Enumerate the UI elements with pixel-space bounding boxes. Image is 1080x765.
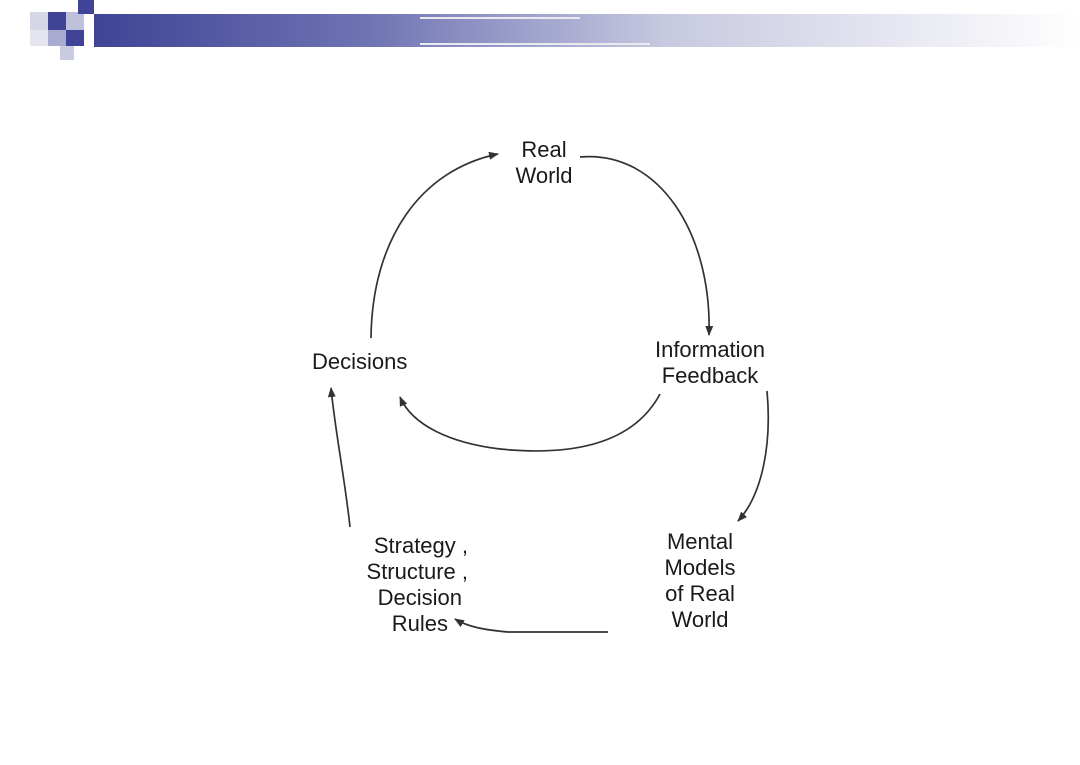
node-label-line: Structure , — [366, 559, 468, 584]
node-mental-models: Mental Models of Real World — [640, 529, 760, 633]
header-square-mid — [66, 12, 84, 30]
header-square-light — [60, 46, 74, 60]
arrow-strategy-to-decisions — [327, 387, 351, 528]
node-label-line: Real — [521, 137, 567, 162]
arrow-real-world-to-information-feedback — [579, 155, 714, 336]
header-square-light — [30, 30, 48, 46]
node-label-line: of Real — [665, 581, 735, 606]
node-label-line: Rules — [391, 611, 448, 636]
node-label-line: Models — [664, 555, 736, 580]
header-gradient-bar — [94, 14, 1080, 47]
arrow-mental-models-to-strategy — [454, 618, 608, 633]
node-information-feedback: Information Feedback — [625, 337, 795, 389]
header-square-light — [30, 12, 48, 30]
node-label-line: World — [515, 163, 573, 188]
node-label-line: Mental — [666, 529, 734, 554]
arrow-decisions-to-real-world — [370, 151, 499, 339]
node-strategy-structure-rules: Strategy , Structure , Decision Rules — [300, 533, 468, 637]
node-real-world: Real World — [494, 137, 594, 189]
node-label-line: Feedback — [661, 363, 759, 388]
header-square-dark — [48, 12, 66, 30]
node-label-line: Strategy , — [373, 533, 468, 558]
header-square-mid — [48, 30, 66, 46]
node-label-line: World — [671, 607, 729, 632]
header-streak — [420, 43, 650, 45]
arrow-information-feedback-to-decisions — [399, 393, 661, 452]
node-label-line: Decisions — [312, 349, 408, 374]
node-label-line: Information — [654, 337, 766, 362]
header-square-dark — [66, 30, 84, 46]
node-label-line: Decision — [377, 585, 462, 610]
header-streak — [420, 17, 580, 19]
arrow-information-feedback-to-mental-models — [737, 390, 770, 522]
node-decisions: Decisions — [312, 349, 407, 375]
header-square-dark — [78, 0, 94, 14]
slide-header-decoration — [0, 0, 1080, 70]
